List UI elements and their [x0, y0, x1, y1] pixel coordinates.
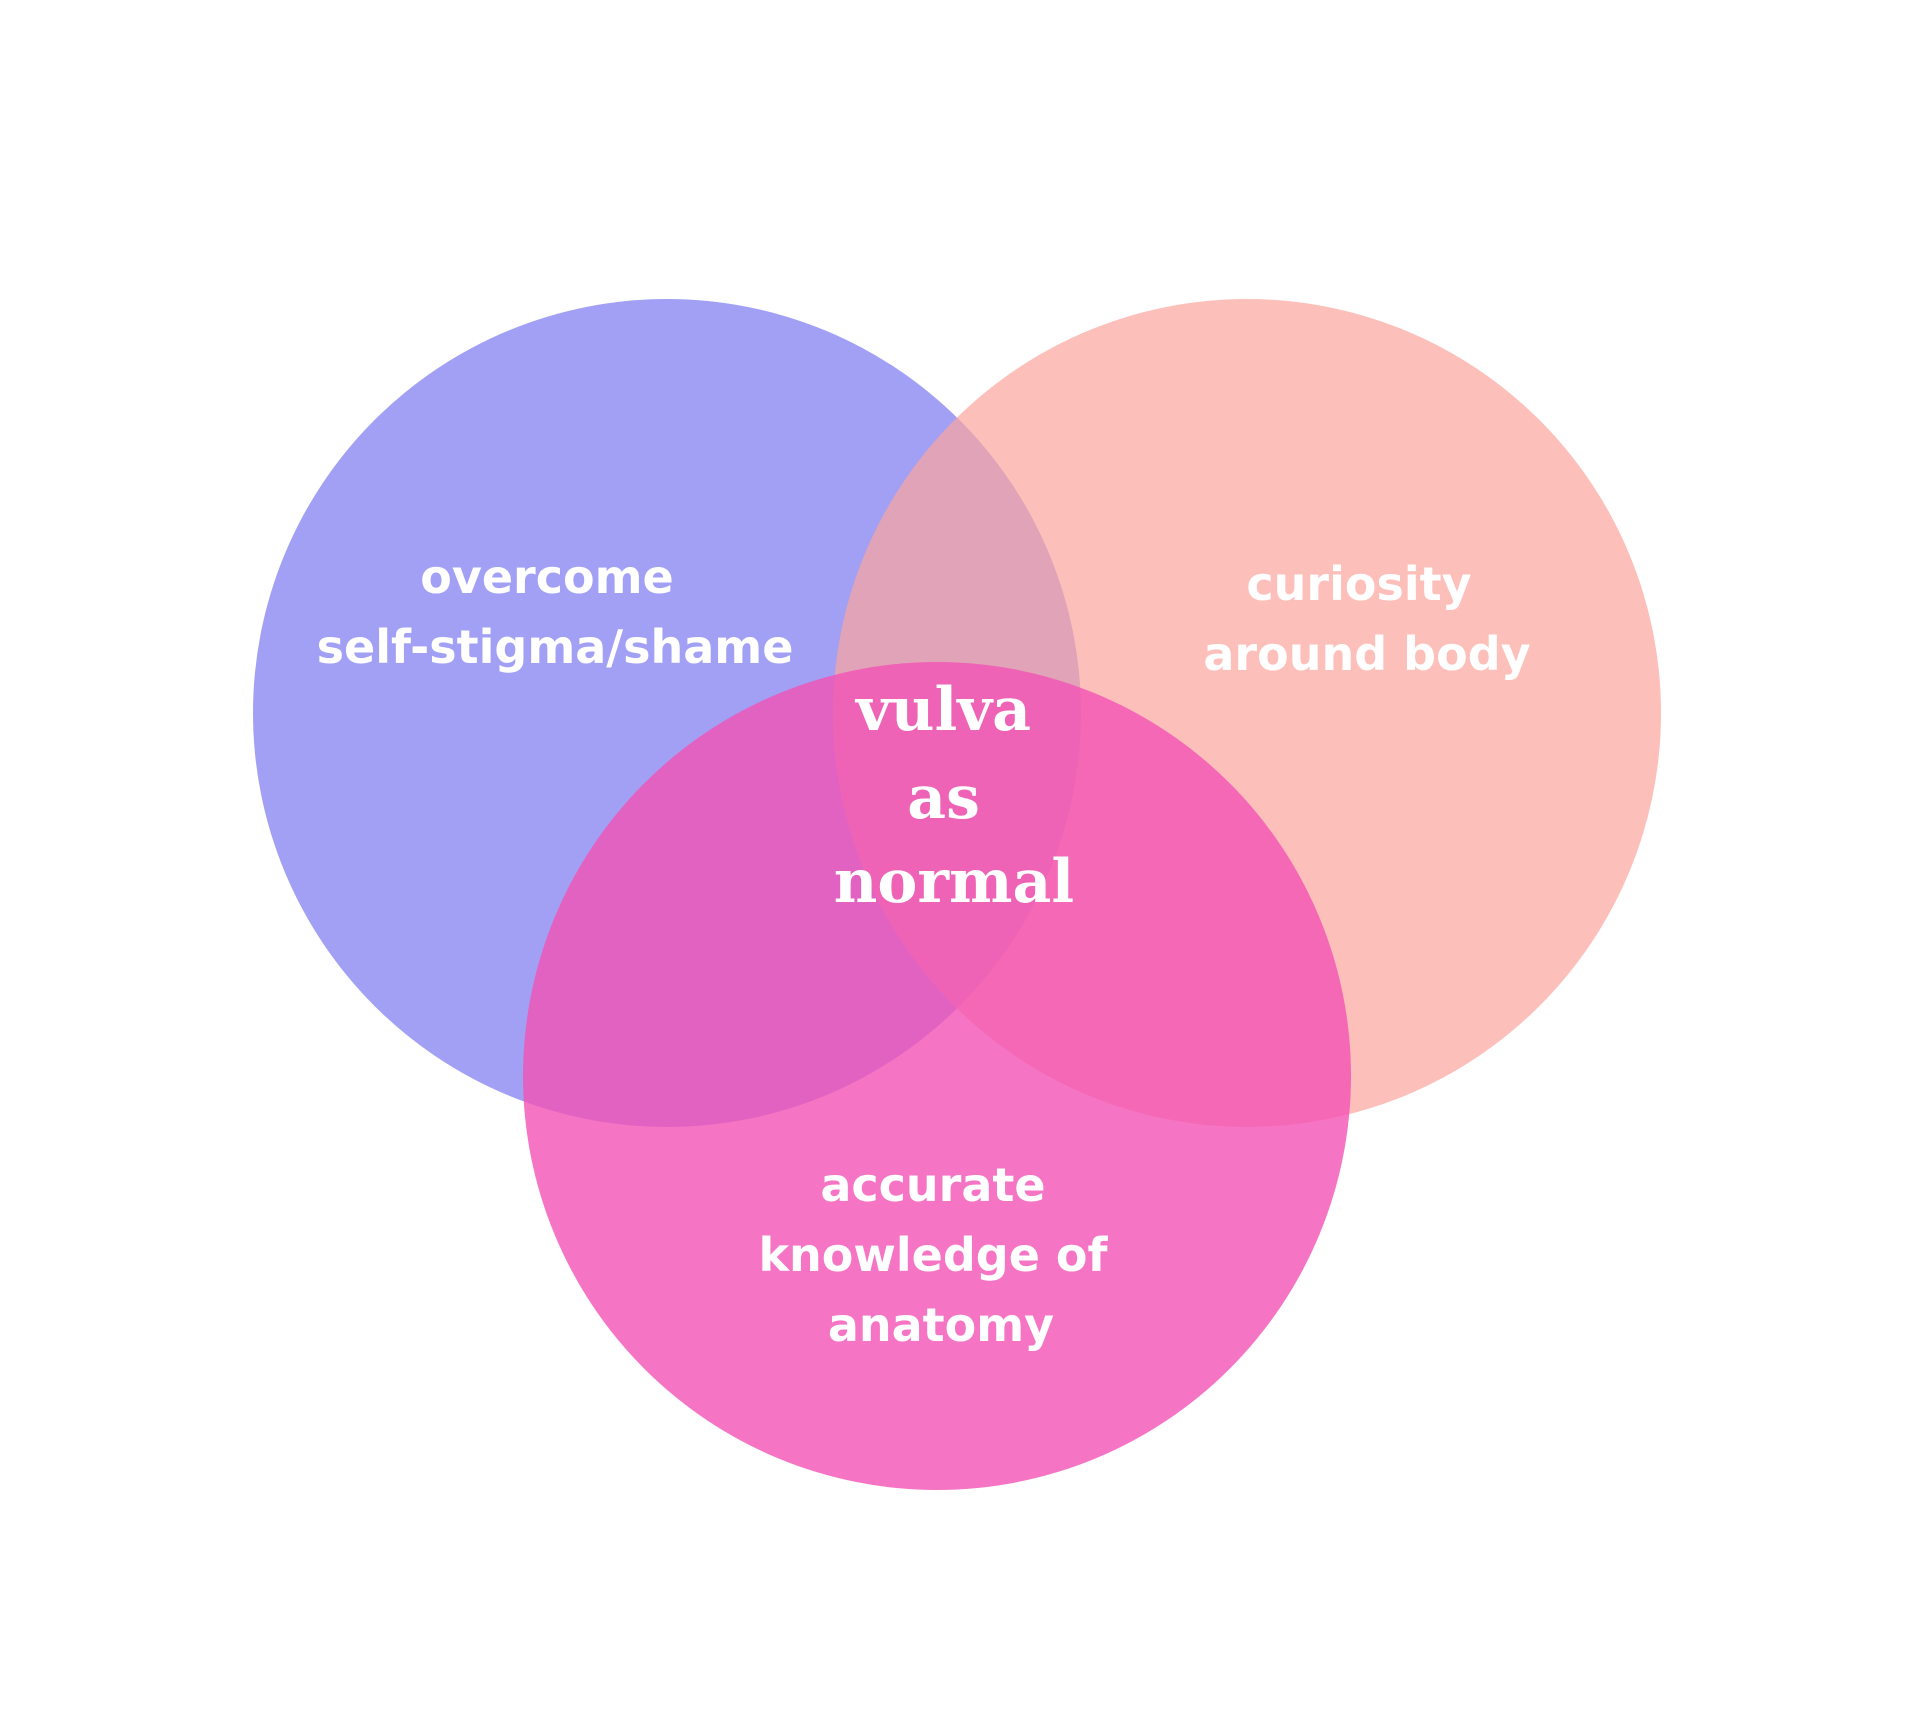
label-left-line-1: overcome [420, 550, 673, 604]
label-intersection-line-2: as [907, 763, 980, 833]
label-bottom: accurate knowledge of anatomy [758, 1158, 1123, 1352]
label-intersection-line-3: normal [834, 847, 1074, 917]
label-intersection-line-1: vulva [854, 675, 1031, 745]
label-right: curiosity around body [1203, 557, 1530, 681]
label-left: overcome self-stigma/shame [317, 550, 794, 674]
label-right-line-2: around body [1203, 627, 1530, 681]
label-intersection: vulva as normal [834, 675, 1074, 917]
label-bottom-line-3: anatomy [828, 1298, 1054, 1352]
circle-bottom [523, 662, 1351, 1490]
label-bottom-line-1: accurate [820, 1158, 1045, 1212]
label-right-line-1: curiosity [1246, 557, 1471, 611]
label-left-line-2: self-stigma/shame [317, 620, 794, 674]
label-bottom-line-2: knowledge of [758, 1228, 1108, 1282]
